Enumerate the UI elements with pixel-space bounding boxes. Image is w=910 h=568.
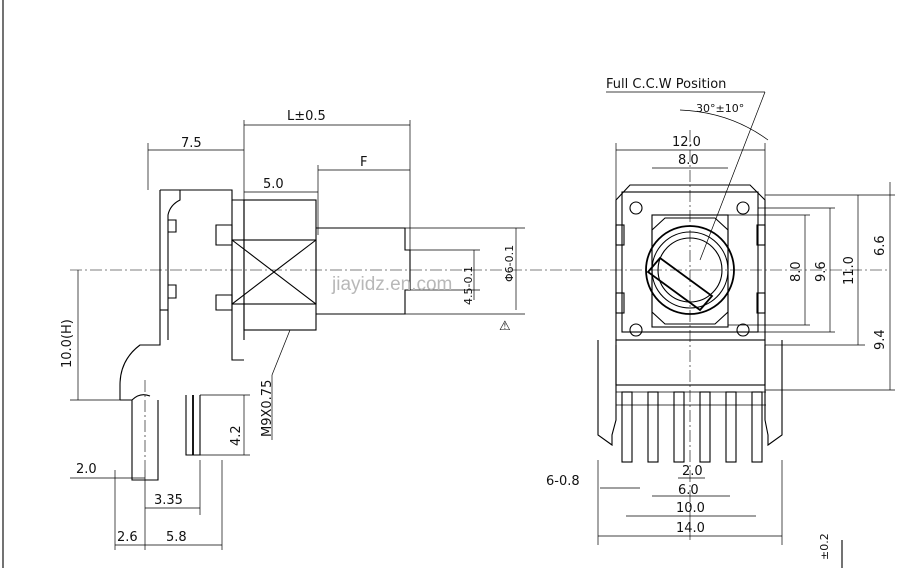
dim-span-14: 14.0 [676, 521, 705, 536]
dim-flat: F [360, 155, 367, 170]
dim-3-35: 3.35 [154, 493, 183, 508]
front-view: Full C.C.W Position 30°±10° 12.0 8.0 8.0… [546, 77, 895, 568]
dim-pin-length: 4.2 [229, 425, 244, 446]
dim-h-11: 11.0 [842, 256, 857, 285]
dim-pin-pitch: 2.0 [682, 464, 703, 479]
dim-length: L±0.5 [287, 109, 326, 124]
dim-shaft-large: Φ6-0.1 [503, 245, 516, 282]
dim-span-10: 10.0 [676, 501, 705, 516]
note-mark: ⚠ [499, 319, 511, 334]
dim-width-12: 12.0 [672, 135, 701, 150]
dim-span-6: 6.0 [678, 483, 699, 498]
dim-shaft-small: 4.5-0.1 [462, 266, 475, 305]
watermark: jiayidz.en.com [331, 274, 452, 295]
dim-2-0: 2.0 [76, 462, 97, 477]
dim-h-6-6: 6.6 [873, 235, 888, 256]
dim-angle: 30°±10° [696, 102, 744, 115]
dim-5-8: 5.8 [166, 530, 187, 545]
dim-h-8: 8.0 [789, 261, 804, 282]
dim-collar: 5.0 [263, 177, 284, 192]
dim-h-9-6: 9.6 [814, 261, 829, 282]
dim-height: 10.0(H) [60, 319, 75, 368]
dim-width-7-5: 7.5 [181, 136, 202, 151]
dim-h-9-4: 9.4 [873, 329, 888, 350]
rotation-label: Full C.C.W Position [606, 77, 726, 92]
corner-mark: ±0.2 [818, 533, 831, 560]
dim-pin-dia: 6-0.8 [546, 474, 580, 489]
terminal-pins [616, 391, 766, 463]
side-view: 7.5 L±0.5 5.0 F 10.0(H) M9X0.75 4.2 4.5-… [60, 109, 600, 550]
dim-thread: M9X0.75 [260, 380, 275, 437]
dim-width-8: 8.0 [678, 153, 699, 168]
dim-2-6: 2.6 [117, 530, 138, 545]
